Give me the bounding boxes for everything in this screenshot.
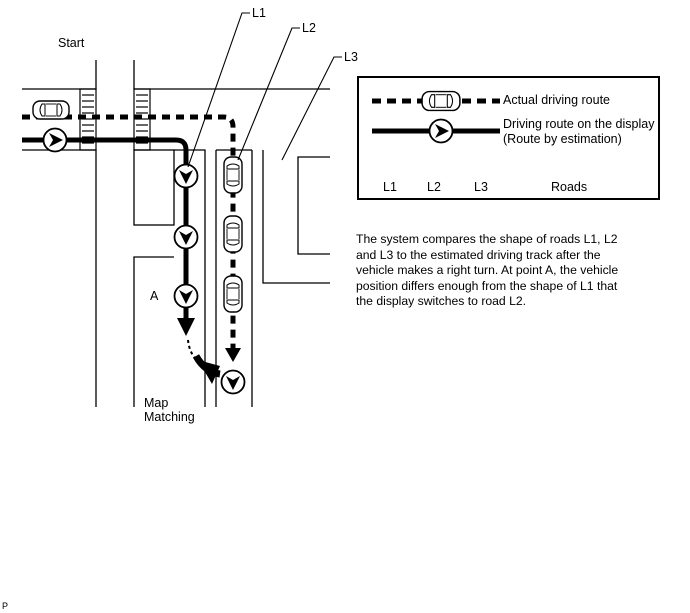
legend-road-l3: L3 <box>474 180 488 194</box>
vehicle-position-icon <box>173 283 199 309</box>
legend-roads-label: Roads <box>551 180 588 194</box>
vehicle-position-icon <box>42 127 68 153</box>
start-label: Start <box>58 36 85 50</box>
legend-road-l1: L1 <box>383 180 397 194</box>
car-icon <box>223 275 243 313</box>
description-text: The system compares the shape of roads L… <box>356 232 686 310</box>
car-icon <box>223 156 243 194</box>
description-line: and L3 to the estimated driving track af… <box>356 247 601 262</box>
l1-label: L1 <box>252 6 266 20</box>
description-line: the display switches to road L2. <box>356 294 527 309</box>
actual-driving-route <box>22 114 241 362</box>
corner-mark: P <box>2 601 9 611</box>
legend-display-route-label-line2: (Route by estimation) <box>503 132 622 146</box>
vehicle-position-icon <box>220 369 246 395</box>
car-icon <box>223 215 243 253</box>
vehicle-position-icon <box>173 163 199 189</box>
legend-box <box>357 76 660 200</box>
map-matching-label-line1: Map <box>144 396 169 410</box>
map-matching-label-line2: Matching <box>144 410 195 424</box>
estimated-driving-route <box>22 137 221 384</box>
vehicle-position-marks <box>42 127 246 395</box>
legend-road-l2: L2 <box>427 180 441 194</box>
legend-symbols <box>372 90 500 144</box>
description-line: The system compares the shape of roads L… <box>356 232 618 246</box>
l2-label: L2 <box>302 21 316 35</box>
legend-display-route-label-line1: Driving route on the display <box>503 117 655 131</box>
description-line: vehicle makes a right turn. At point A, … <box>356 263 619 278</box>
car-icon <box>32 100 70 120</box>
l3-label: L3 <box>344 50 358 64</box>
leader-lines <box>187 12 342 168</box>
description-line: position differs enough from the shape o… <box>356 278 618 293</box>
point-a-label: A <box>150 289 159 303</box>
vehicle-position-icon <box>173 224 199 250</box>
legend-actual-route-label: Actual driving route <box>503 93 611 107</box>
